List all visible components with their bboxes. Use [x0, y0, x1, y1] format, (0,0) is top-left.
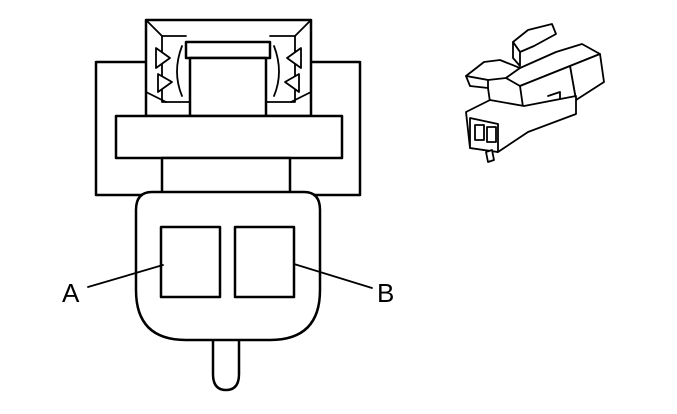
neck — [160, 156, 292, 196]
latch-detail-left — [145, 19, 191, 117]
terminal-cavity-a — [159, 225, 222, 299]
latch-bar — [184, 40, 272, 60]
leader-line-b — [293, 263, 373, 289]
flange — [114, 114, 344, 160]
label-terminal-a: A — [62, 278, 80, 308]
connector-face-view: A B — [62, 18, 394, 392]
connector-isometric-view — [465, 23, 605, 163]
locating-pin — [211, 334, 241, 392]
terminal-cavity-b — [233, 225, 296, 299]
label-terminal-b: B — [377, 278, 394, 308]
leader-line-a — [87, 264, 164, 288]
latch-stem — [188, 56, 268, 118]
